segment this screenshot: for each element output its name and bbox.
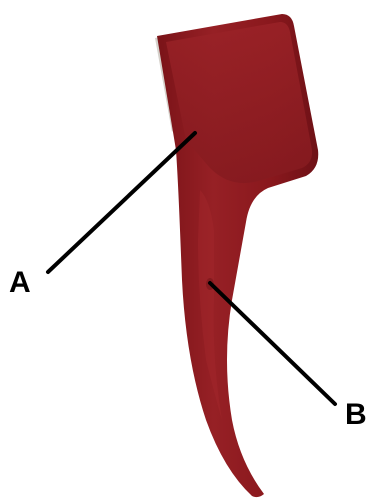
leader-line-b: [210, 283, 335, 404]
leader-line-a: [48, 133, 195, 272]
hook-object: [155, 14, 318, 497]
label-b: B: [345, 398, 367, 431]
label-a: A: [9, 266, 31, 299]
